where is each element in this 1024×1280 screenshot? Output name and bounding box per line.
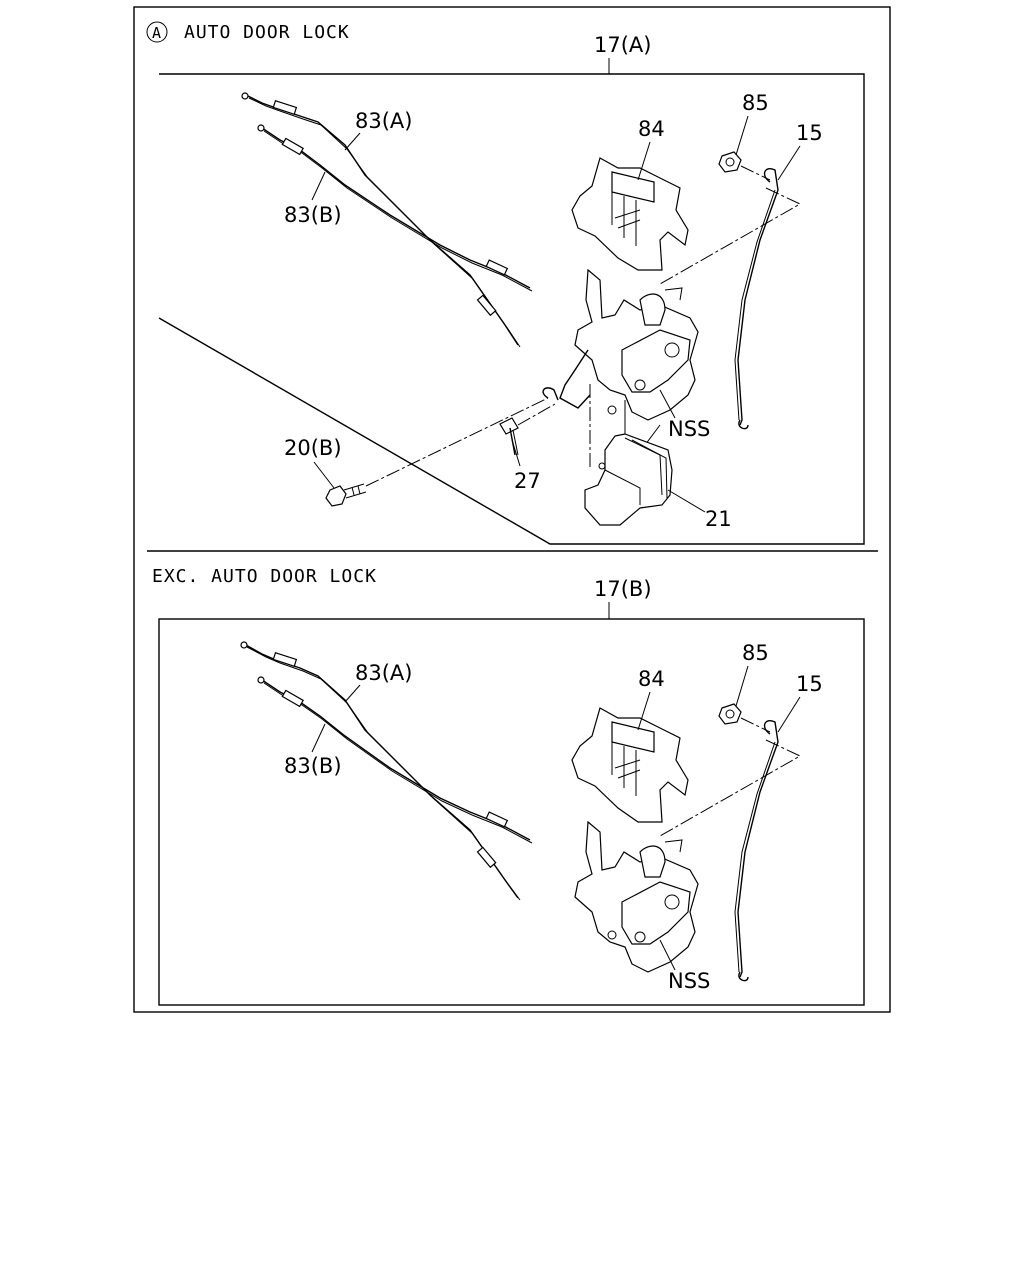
screw-27 bbox=[499, 417, 519, 456]
actuator-21 bbox=[584, 433, 673, 526]
callout-27: 27 bbox=[514, 469, 541, 493]
circle-a-letter: A bbox=[152, 24, 162, 42]
section-a-title: AUTO DOOR LOCK bbox=[184, 22, 350, 43]
section-b-title: EXC. AUTO DOOR LOCK bbox=[152, 566, 377, 587]
section-a-heading: A AUTO DOOR LOCK bbox=[146, 21, 350, 43]
latch-mechanism-nss bbox=[574, 268, 699, 446]
lever-bracket bbox=[542, 349, 591, 470]
inner-frame-a bbox=[158, 73, 865, 545]
bolt-20b bbox=[325, 483, 367, 507]
callout-15-b: 15 bbox=[796, 672, 823, 696]
inner-frame-b bbox=[158, 618, 865, 1006]
section-auto-door-lock: A AUTO DOOR LOCK 17(A) 83(A) 83(B) bbox=[146, 21, 865, 545]
latch-mechanism-nss-b bbox=[574, 820, 699, 973]
callout-15: 15 bbox=[796, 121, 823, 145]
cable-83a-b bbox=[240, 641, 521, 901]
callout-83b: 83(B) bbox=[284, 203, 342, 227]
assembly-label-17a: 17(A) bbox=[594, 33, 651, 57]
callout-83a-b: 83(A) bbox=[355, 661, 412, 685]
lock-housing-84 bbox=[571, 157, 689, 271]
callout-83a: 83(A) bbox=[355, 109, 412, 133]
callout-85: 85 bbox=[742, 91, 769, 115]
callout-84: 84 bbox=[638, 117, 665, 141]
callout-20b: 20(B) bbox=[284, 436, 342, 460]
circle-a-marker bbox=[146, 21, 168, 43]
cable-83b-b bbox=[257, 676, 533, 844]
nut-85 bbox=[718, 151, 742, 173]
callout-83b-b: 83(B) bbox=[284, 754, 342, 778]
lock-rod-15 bbox=[734, 168, 779, 430]
nut-85-b bbox=[718, 703, 742, 725]
callout-85-b: 85 bbox=[742, 641, 769, 665]
outer-frame bbox=[133, 6, 891, 1013]
callout-84-b: 84 bbox=[638, 667, 665, 691]
assembly-label-17b: 17(B) bbox=[594, 577, 652, 601]
lock-rod-15-b bbox=[734, 720, 779, 982]
cable-83b bbox=[257, 124, 533, 292]
lock-housing-84-b bbox=[571, 707, 689, 823]
cable-83a bbox=[241, 92, 521, 348]
section-exc-auto-door-lock: EXC. AUTO DOOR LOCK 17(B) 83(A) 83(B) bbox=[152, 566, 865, 1006]
callout-nss-b: NSS bbox=[668, 969, 710, 993]
callout-nss-a: NSS bbox=[668, 417, 710, 441]
callout-21: 21 bbox=[705, 507, 732, 531]
